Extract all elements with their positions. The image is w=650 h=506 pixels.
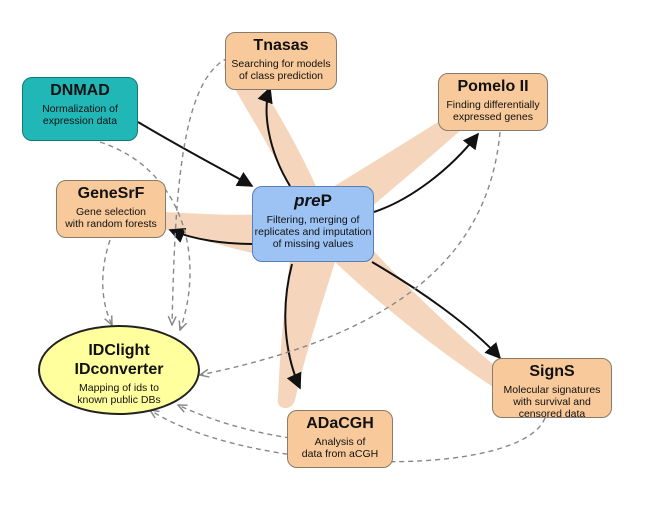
arrow-prep-to-genesrf xyxy=(168,227,253,245)
arrow-prep-to-tnasas xyxy=(257,86,291,187)
node-signs: SignS Molecular signatures with survival… xyxy=(492,358,612,420)
arrow-prep-to-signs xyxy=(371,261,502,360)
node-signs-title: SignS xyxy=(529,363,575,380)
arrow-dnmad-to-prep xyxy=(137,121,254,187)
node-pomelo-desc-1: Finding differentially xyxy=(446,99,540,111)
dashed-pomelo-to-idc xyxy=(200,131,501,375)
node-tnasas: Tnasas Searching for models of class pre… xyxy=(225,32,337,90)
node-prep: preP Filtering, merging of replicates an… xyxy=(252,186,374,262)
node-dnmad-desc-2: expression data xyxy=(42,115,118,127)
node-dnmad-desc-1: Normalization of xyxy=(42,103,118,115)
node-signs-desc-2: with survival and xyxy=(513,396,591,408)
node-adacgh-desc-1: Analysis of xyxy=(314,436,366,448)
node-genesrf-desc-2: with random forests xyxy=(65,218,157,230)
node-idc-desc-2: known public DBs xyxy=(77,394,161,406)
node-tnasas-desc-1: Searching for models xyxy=(231,58,331,70)
node-signs-desc-1: Molecular signatures xyxy=(503,384,601,396)
node-signs-desc-3: censored data xyxy=(518,408,586,420)
dashed-dnmad-to-idc xyxy=(99,141,191,330)
node-idc-title-2: IDconverter xyxy=(74,361,164,378)
node-genesrf: GeneSrF Gene selection with random fores… xyxy=(56,180,166,238)
node-prep-title-italic: pre xyxy=(294,191,321,210)
dashed-adacgh-to-idc xyxy=(178,405,291,439)
arrow-prep-to-adacgh xyxy=(284,263,302,390)
node-genesrf-desc-1: Gene selection xyxy=(75,206,147,218)
node-prep-title: preP xyxy=(253,191,373,211)
node-idclight: IDClight IDconverter Mapping of ids to k… xyxy=(38,325,200,415)
node-dnmad-title: DNMAD xyxy=(50,82,110,99)
dashed-tnasas-to-idc xyxy=(172,57,229,325)
node-prep-desc-2: replicates and imputation xyxy=(254,226,372,238)
node-prep-desc-3: of missing values xyxy=(272,238,354,250)
node-genesrf-title: GeneSrF xyxy=(77,185,145,202)
dashed-genesrf-to-idc xyxy=(102,239,112,325)
node-dnmad: DNMAD Normalization of expression data xyxy=(22,77,138,141)
node-pomelo: Pomelo II Finding differentially express… xyxy=(438,73,548,131)
node-prep-desc-1: Filtering, merging of xyxy=(266,214,360,226)
node-pomelo-desc-2: expressed genes xyxy=(453,111,533,123)
node-adacgh: ADaCGH Analysis of data from aCGH xyxy=(287,410,393,468)
node-adacgh-desc-2: data from aCGH xyxy=(301,448,379,460)
node-tnasas-title: Tnasas xyxy=(253,37,309,54)
node-idc-title-1: IDClight xyxy=(88,342,150,359)
node-adacgh-title: ADaCGH xyxy=(306,415,374,432)
node-pomelo-title: Pomelo II xyxy=(457,78,529,95)
node-idc-desc-1: Mapping of ids to xyxy=(79,382,159,394)
node-prep-title-plain: P xyxy=(320,191,332,210)
arrow-prep-to-pomelo xyxy=(373,132,479,213)
node-tnasas-desc-2: of class prediction xyxy=(238,70,324,82)
